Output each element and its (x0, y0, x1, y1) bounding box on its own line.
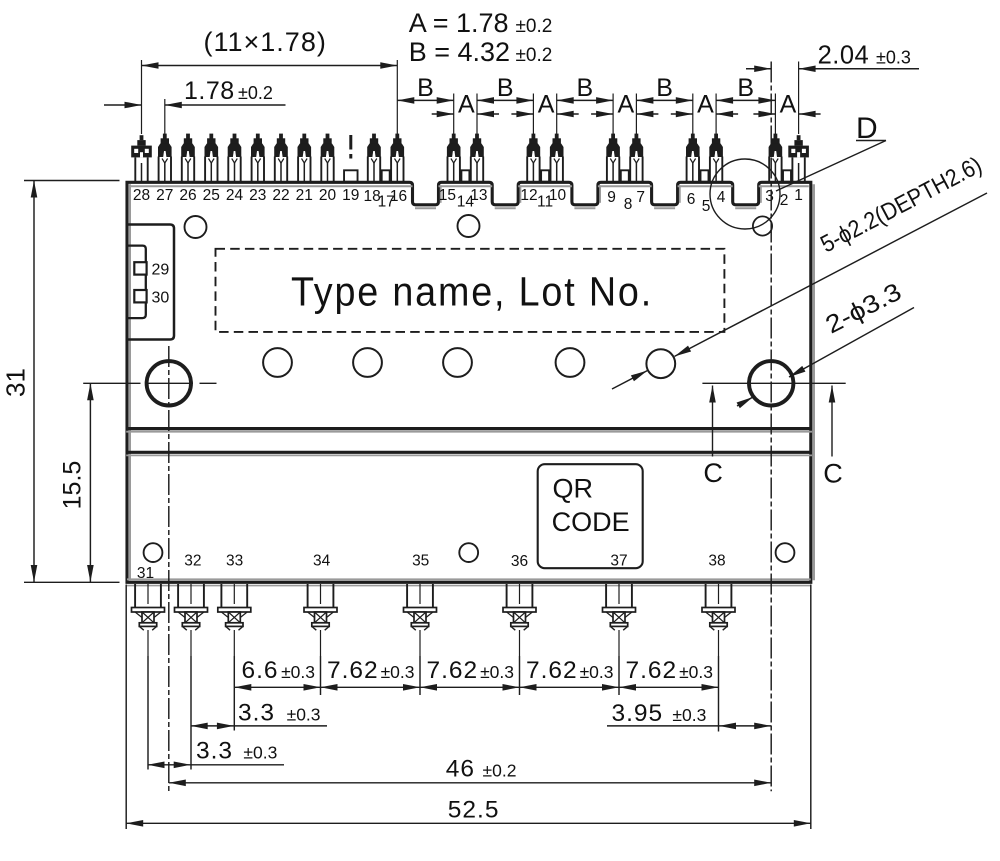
svg-text:10: 10 (549, 187, 567, 204)
svg-text:52.5: 52.5 (448, 797, 500, 824)
svg-text:38: 38 (708, 553, 725, 570)
svg-text:7: 7 (636, 189, 645, 206)
svg-text:CODE: CODE (552, 507, 630, 537)
svg-text:22: 22 (272, 187, 289, 204)
svg-text:B: B (577, 74, 594, 102)
svg-text:11: 11 (537, 194, 553, 211)
svg-text:32: 32 (184, 553, 201, 570)
svg-text:±0.2: ±0.2 (483, 761, 517, 781)
svg-text:±0.3: ±0.3 (876, 48, 911, 68)
svg-text:19: 19 (342, 187, 359, 204)
svg-text:B: B (737, 74, 754, 102)
svg-text:Type name, Lot No.: Type name, Lot No. (291, 269, 653, 315)
svg-text:7.62: 7.62 (526, 657, 578, 684)
svg-text:B: B (417, 74, 434, 102)
svg-text:±0.2: ±0.2 (238, 83, 273, 103)
svg-text:36: 36 (511, 553, 528, 570)
svg-text:D: D (856, 112, 878, 145)
svg-text:31: 31 (137, 565, 154, 582)
svg-text:2.04: 2.04 (818, 42, 870, 70)
svg-text:±0.2: ±0.2 (516, 45, 553, 66)
svg-text:C: C (823, 459, 843, 489)
svg-text:20: 20 (319, 187, 337, 204)
svg-text:33: 33 (226, 553, 243, 570)
svg-text:1: 1 (794, 187, 803, 204)
svg-text:28: 28 (133, 187, 150, 204)
svg-text:±0.3: ±0.3 (287, 705, 321, 725)
svg-text:12: 12 (520, 187, 537, 204)
svg-text:18: 18 (363, 188, 380, 205)
svg-text:±0.3: ±0.3 (672, 705, 706, 725)
svg-text:±0.3: ±0.3 (480, 662, 514, 682)
svg-text:7.62: 7.62 (327, 657, 379, 684)
svg-text:35: 35 (412, 553, 429, 570)
svg-text:23: 23 (249, 187, 266, 204)
svg-text:1.78: 1.78 (184, 77, 235, 105)
svg-text:4: 4 (717, 189, 726, 206)
svg-text:26: 26 (179, 187, 196, 204)
svg-text:±0.3: ±0.3 (243, 742, 277, 762)
svg-text:29: 29 (152, 262, 170, 279)
svg-text:3.3: 3.3 (196, 737, 233, 764)
svg-text:±0.2: ±0.2 (516, 16, 553, 37)
svg-text:6.6: 6.6 (242, 657, 279, 684)
svg-text:±0.3: ±0.3 (381, 662, 415, 682)
svg-text:13: 13 (470, 187, 487, 204)
svg-text:25: 25 (203, 187, 220, 204)
svg-text:7.62: 7.62 (626, 657, 678, 684)
svg-text:B = 4.32: B = 4.32 (409, 37, 510, 67)
svg-text:31: 31 (1, 368, 31, 397)
svg-text:21: 21 (296, 187, 313, 204)
svg-text:A: A (697, 91, 714, 119)
svg-text:7.62: 7.62 (427, 657, 479, 684)
svg-text:46: 46 (446, 756, 475, 783)
svg-text:C: C (703, 458, 723, 488)
svg-text:34: 34 (313, 553, 331, 570)
svg-text:A: A (780, 91, 797, 119)
svg-text:A: A (617, 91, 634, 119)
svg-text:±0.3: ±0.3 (580, 662, 614, 682)
svg-text:15.5: 15.5 (59, 461, 87, 510)
svg-text:±0.3: ±0.3 (281, 662, 315, 682)
svg-text:3: 3 (765, 188, 774, 205)
svg-text:27: 27 (156, 187, 173, 204)
svg-text:QR: QR (553, 474, 594, 504)
svg-text:30: 30 (152, 290, 170, 307)
svg-text:37: 37 (610, 553, 627, 570)
svg-text:2: 2 (780, 192, 789, 209)
svg-text:±0.3: ±0.3 (679, 662, 713, 682)
svg-text:A: A (538, 91, 555, 119)
svg-text:3.3: 3.3 (238, 700, 275, 727)
svg-text:14: 14 (457, 194, 475, 211)
svg-text:A: A (458, 91, 475, 119)
svg-text:9: 9 (607, 189, 616, 206)
svg-text:B: B (656, 74, 673, 102)
svg-text:15: 15 (439, 187, 456, 204)
svg-text:17: 17 (378, 194, 395, 211)
svg-text:3.95: 3.95 (612, 700, 664, 727)
svg-text:6: 6 (687, 191, 696, 208)
svg-text:A = 1.78: A = 1.78 (409, 8, 509, 38)
svg-text:16: 16 (390, 188, 407, 205)
svg-text:B: B (497, 74, 514, 102)
svg-text:24: 24 (226, 187, 244, 204)
svg-text:(11×1.78): (11×1.78) (204, 27, 327, 57)
svg-text:5: 5 (702, 198, 711, 215)
svg-text:8: 8 (624, 196, 633, 213)
